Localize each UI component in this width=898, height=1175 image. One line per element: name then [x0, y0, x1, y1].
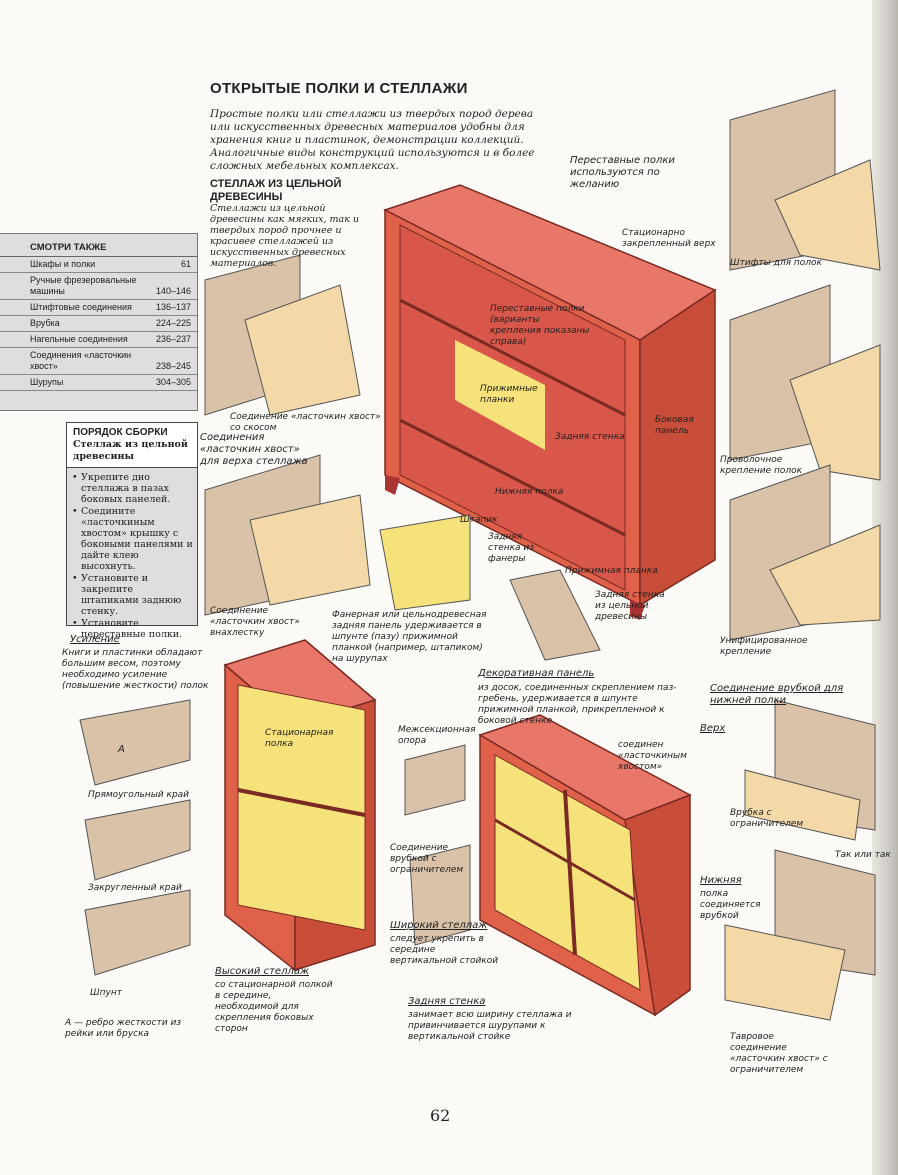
section-heading: СТЕЛЛАЖ ИЗ ЦЕЛЬНОЙ ДРЕВЕСИНЫ: [210, 178, 342, 203]
label-tall-head: Высокий стеллаж: [215, 966, 309, 977]
label-letter-a: А: [118, 744, 125, 755]
dovetail-drawings: [204, 254, 371, 616]
label-wide-head: Широкий стеллаж: [390, 920, 488, 931]
label-decor-panel-head: Декоративная панель: [478, 668, 595, 679]
page-number: 62: [430, 1106, 451, 1125]
label-back-wall: Задняя стенка: [555, 432, 625, 442]
housing-joint-drawings: [404, 699, 876, 1021]
label-pressure-strips: Прижимные планки: [480, 384, 538, 405]
label-bottom: полка соединяется врубкой: [700, 889, 761, 921]
assembly-step: Соедините «ласточкиным хвостом» крышку с…: [72, 506, 193, 572]
tall-bookcase-drawing: [223, 639, 377, 972]
label-rounded-edge: Закругленный край: [88, 883, 182, 893]
assembly-order-box: ПОРЯДОК СБОРКИ Стеллаж из цельной древес…: [66, 422, 198, 640]
label-stud: Шпунт: [90, 988, 122, 998]
label-straight-edge: Прямоугольный край: [88, 790, 190, 800]
main-bookcase-drawing: [383, 184, 717, 620]
label-movable-mid: Переставные полки (варианты крепления по…: [490, 304, 590, 347]
label-tee-dovetail: Тавровое соединение «ласточкин хвост» с …: [730, 1032, 828, 1075]
label-back-head: Задняя стенка: [408, 996, 486, 1007]
label-pressure-strip: Прижимная планка: [565, 566, 658, 576]
label-unified: Унифицированное крепление: [720, 636, 808, 657]
label-wire: Проволочное крепление полок: [720, 455, 803, 476]
assembly-step: Установите переставные полки.: [72, 618, 193, 640]
label-reinforce-head: Усиление: [70, 634, 120, 645]
assembly-step: Установите и закрепите штапиками заднюю …: [72, 573, 193, 617]
label-fixed-shelf: Стационарная полка: [265, 728, 334, 749]
label-top: соединен «ласточкиным хвостом»: [618, 740, 687, 772]
label-housing-stop: Соединение врубкой с ограничителем: [390, 843, 464, 875]
label-movable: Переставные полки используются по желани…: [570, 155, 675, 190]
label-decor-panel: из досок, соединенных скреплением паз-гр…: [478, 683, 677, 726]
label-side-panel: Боковая панель: [655, 415, 694, 436]
assembly-step: Укрепите дно стеллажа в пазах боковых па…: [72, 472, 193, 505]
reinforcement-drawings: [79, 699, 191, 976]
intro-text: Простые полки или стеллажи из твердых по…: [210, 108, 535, 172]
see-also-heading: СМОТРИ ТАКЖЕ: [0, 234, 197, 257]
shelf-support-drawings: [729, 89, 881, 641]
label-wide: следует укрепить в середине вертикальной…: [390, 934, 499, 966]
label-back: занимает всю ширину стеллажа и привинчив…: [408, 1010, 572, 1042]
section-text: Стеллажи из цельной древесины как мягких…: [210, 203, 359, 269]
assembly-steps: Укрепите дно стеллажа в пазах боковых па…: [67, 472, 197, 640]
label-pins: Штифты для полок: [730, 258, 822, 268]
back-panel-drawings: [379, 514, 601, 661]
assembly-heading: ПОРЯДОК СБОРКИ: [73, 427, 168, 438]
page-title: ОТКРЫТЫЕ ПОЛКИ И СТЕЛЛАЖИ: [210, 80, 468, 97]
wide-bookcase-drawing: [478, 714, 692, 1017]
label-solid-back: Задняя стенка из цельной древесины: [595, 590, 665, 622]
label-dovetail-top: Соединения «ласточкин хвост» для верха с…: [200, 432, 308, 467]
label-reinforce: Книги и пластинки обладают большим весом…: [62, 648, 209, 691]
label-bottom-head: Нижняя: [700, 875, 742, 886]
see-also-row: Соединения «ласточкин хвост»238–245: [0, 348, 197, 375]
label-dovetail-through: Соединение «ласточкин хвост» внахлестку: [210, 606, 300, 638]
label-housing-bottom: Соединение врубкой для нижней полки: [710, 683, 844, 706]
label-tall: со стационарной полкой в середине, необх…: [215, 980, 333, 1034]
assembly-subheading: Стеллаж из цельной древесины: [73, 439, 188, 462]
label-either: Так или так: [835, 850, 891, 860]
label-top-head: Верх: [700, 723, 726, 734]
label-bottom-shelf: Нижняя полка: [495, 487, 564, 497]
label-fixed-top: Стационарно закрепленный верх: [622, 228, 716, 249]
label-dovetail-blind: Соединение «ласточкин хвост» со скосом: [230, 412, 381, 433]
label-a-note: А — ребро жесткости из рейки или бруска: [65, 1018, 182, 1039]
label-plywood-back: Задняя стенка из фанеры: [488, 532, 535, 564]
label-intersection: Межсекционная опора: [398, 725, 476, 746]
label-staple: Штапик: [460, 515, 498, 525]
label-housing-limit: Врубка с ограничителем: [730, 808, 804, 829]
label-veneer-panel: Фанерная или цельнодревесная задняя пане…: [332, 610, 487, 664]
